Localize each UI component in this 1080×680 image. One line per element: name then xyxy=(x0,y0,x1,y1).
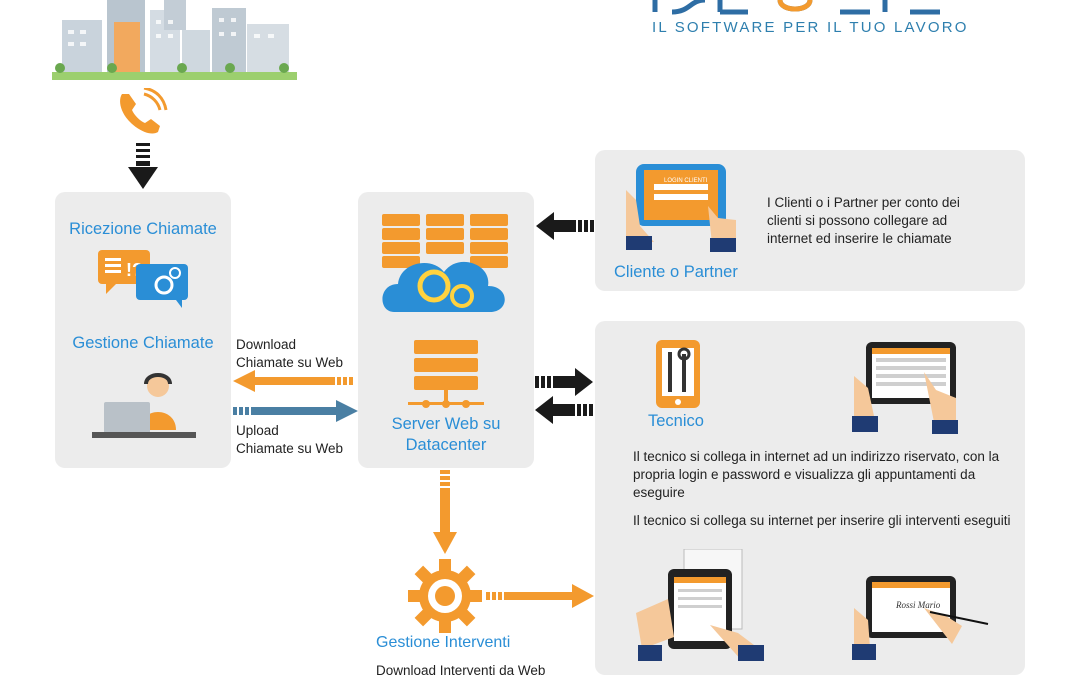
arrow-left-icon xyxy=(536,212,594,240)
phone-icon xyxy=(120,88,168,134)
arrow-right-orange-icon xyxy=(486,584,594,608)
arrow-right-icon xyxy=(535,368,593,396)
upload-arrow-icon xyxy=(233,400,358,422)
cloud-server-icon xyxy=(382,214,508,312)
gear-icon xyxy=(408,559,482,633)
download-arrow-icon xyxy=(233,370,353,392)
brand-tagline: IL SOFTWARE PER IL TUO LAVORO xyxy=(652,19,969,36)
phone-tools-icon xyxy=(656,340,700,408)
operator-icon xyxy=(92,373,196,438)
city-skyline-icon xyxy=(52,0,297,80)
manage-calls-title: Gestione Chiamate xyxy=(72,334,214,352)
reception-title: Ricezione Chiamate xyxy=(69,220,217,238)
client-description: I Clienti o i Partner per conto dei clie… xyxy=(767,195,960,246)
technician-description-1: Il tecnico si collega in internet ad un … xyxy=(633,449,1000,500)
download-calls-label: Download Chiamate su Web xyxy=(236,337,344,370)
upload-calls-label: Upload Chiamate su Web xyxy=(236,423,344,456)
server-rack-icon xyxy=(408,340,484,408)
technician-label: Tecnico xyxy=(648,412,704,430)
arrow-down-orange-icon xyxy=(433,470,457,554)
arrow-left-icon xyxy=(535,396,593,424)
interventions-title: Gestione Interventi xyxy=(376,634,511,651)
technician-description-2: Il tecnico si collega su internet per in… xyxy=(633,513,1011,528)
interventions-subtitle: Download Interventi da Web xyxy=(376,663,546,678)
tablet-signature-icon xyxy=(852,576,989,660)
tablet-report-icon xyxy=(636,549,764,661)
tablet-appointments-icon xyxy=(852,342,958,434)
server-label: Server Web su Datacenter xyxy=(391,415,501,454)
chat-gear-icon: !? xyxy=(98,250,188,308)
client-label: Cliente o Partner xyxy=(614,263,738,281)
resoft-logo xyxy=(652,0,940,15)
signature-text: Rossi Mario xyxy=(896,600,941,610)
tablet-login-icon xyxy=(626,164,736,252)
tablet-login-button: LOGIN CLIENTI xyxy=(664,178,708,184)
arrow-down-icon xyxy=(128,143,158,189)
